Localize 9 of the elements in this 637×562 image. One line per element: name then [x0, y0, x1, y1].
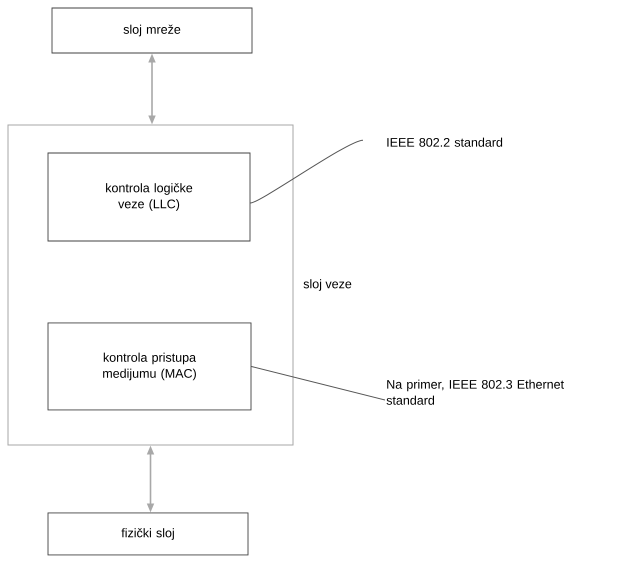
layer-label: sloj veze — [304, 279, 352, 291]
layer-box: sloj mreže — [52, 8, 252, 54]
standard-note: Na primer, IEEE 802.3 Ethernet standard — [386, 380, 564, 405]
standard-note: IEEE 802.2 standard — [387, 138, 502, 147]
sublayer-box: kontrola logičke veze (LLC) — [48, 152, 250, 242]
layer-box: fizički sloj — [48, 512, 248, 556]
leader-line — [250, 366, 386, 400]
sublayer-box: kontrola pristupa medijumu (MAC) — [48, 322, 252, 410]
leader-line — [250, 140, 364, 204]
